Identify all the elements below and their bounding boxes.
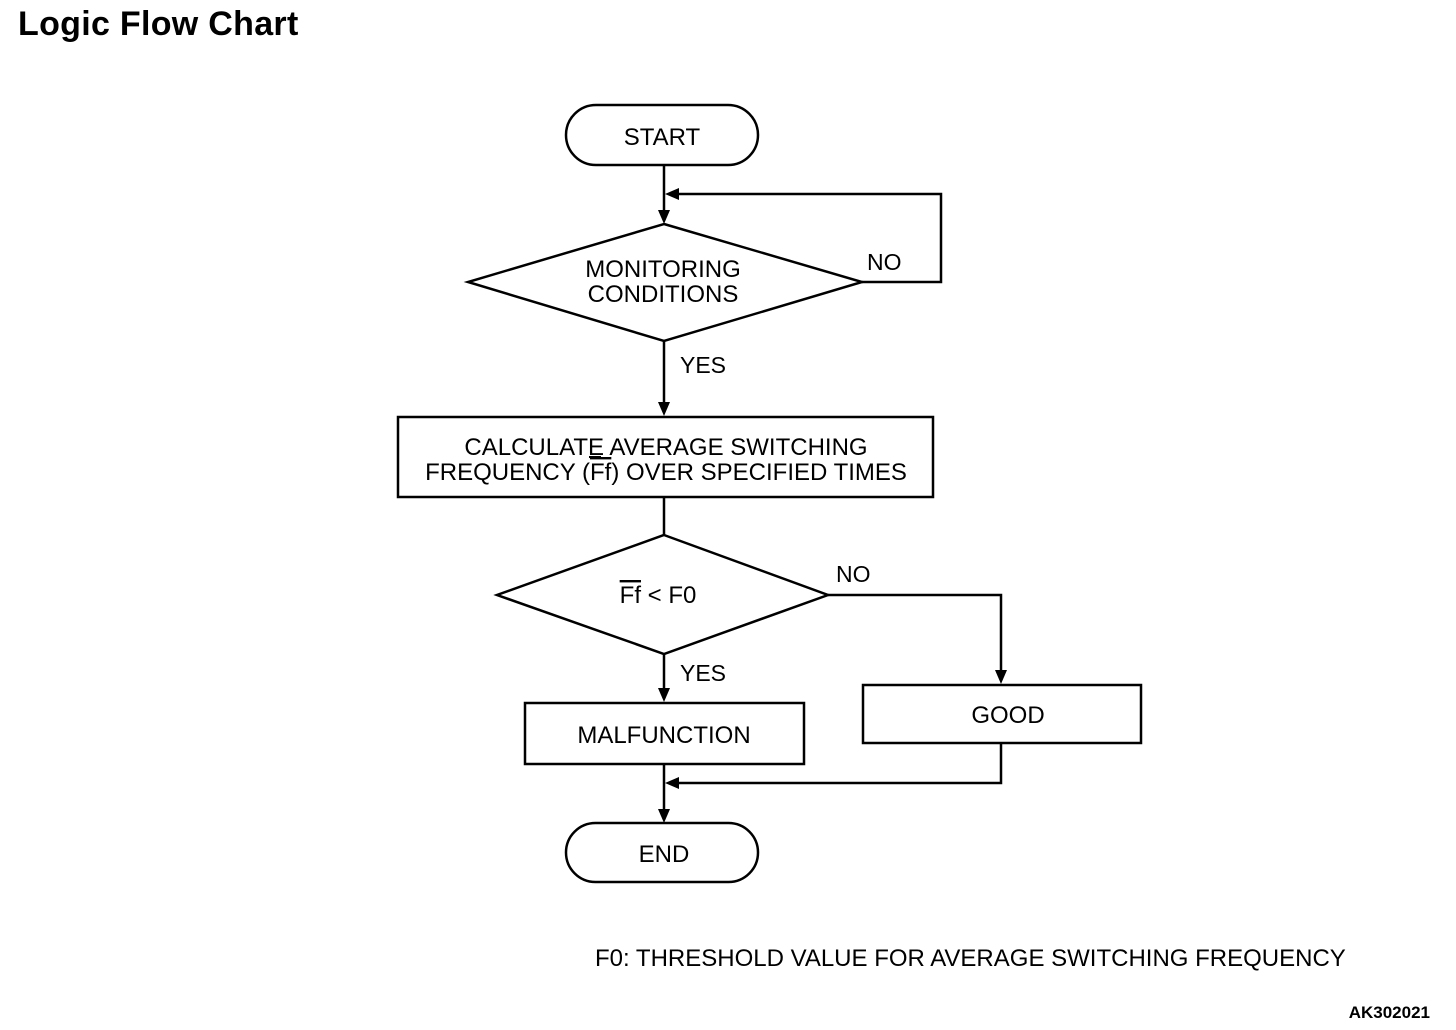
compare-no-label: NO (836, 561, 871, 587)
compare-label: Ff < F0 (620, 582, 697, 609)
connector-malfunction-to-end (658, 764, 670, 823)
start-label: START (624, 124, 701, 151)
calculate-label-line1: CALCULATE AVERAGE SWITCHING (464, 434, 867, 461)
malfunction-label: MALFUNCTION (577, 722, 750, 749)
end-label: END (639, 841, 690, 868)
start-node: START (564, 103, 760, 167)
good-node: GOOD (861, 683, 1143, 745)
monitoring-decision: MONITORING CONDITIONS (463, 222, 867, 343)
figure-id: AK302021 (1348, 1003, 1430, 1022)
compare-decision: Ff < F0 (493, 533, 832, 656)
malfunction-node: MALFUNCTION (523, 701, 806, 766)
monitoring-label-line2: CONDITIONS (588, 281, 739, 308)
connector-compare-no (828, 593, 1007, 684)
page-title: Logic Flow Chart (18, 5, 299, 43)
ff-symbol: Ff (590, 459, 612, 486)
calculate-label-line2-pre: FREQUENCY ( (425, 459, 590, 486)
connector-monitoring-yes (658, 341, 670, 416)
calculate-label-line2-post: ) OVER SPECIFIED TIMES (611, 459, 907, 486)
calculate-process: CALCULATE AVERAGE SWITCHING FREQUENCY (F… (396, 415, 935, 499)
connector-start-to-monitoring (658, 165, 670, 224)
monitoring-no-label: NO (867, 249, 902, 275)
compare-rest: < F0 (641, 582, 696, 609)
monitoring-label-line1: MONITORING (585, 256, 741, 283)
good-label: GOOD (971, 702, 1044, 729)
calculate-label-line2: FREQUENCY (Ff) OVER SPECIFIED TIMES (425, 459, 907, 486)
monitoring-yes-label: YES (680, 352, 726, 378)
connector-good-to-end (665, 743, 1003, 789)
threshold-footnote: F0: THRESHOLD VALUE FOR AVERAGE SWITCHIN… (595, 945, 1346, 972)
connector-compare-yes (658, 654, 670, 702)
end-node: END (564, 821, 760, 884)
compare-ff-symbol: Ff (620, 582, 642, 609)
connector-monitoring-no-loop (665, 188, 943, 284)
compare-yes-label: YES (680, 660, 726, 686)
